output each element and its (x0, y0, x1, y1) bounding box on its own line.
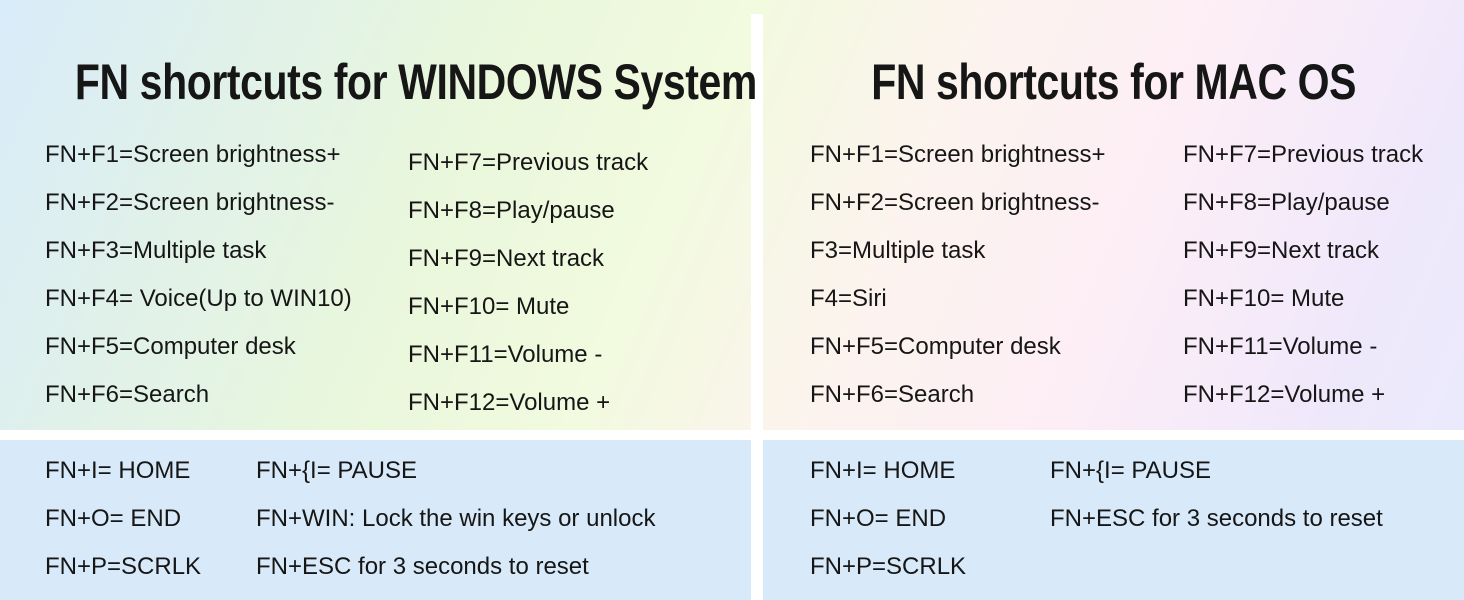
shortcut-item: FN+F10= Mute (408, 293, 570, 320)
windows-special-keys-panel (0, 440, 752, 600)
shortcut-item: FN+F9=Next track (408, 245, 605, 272)
shortcut-item: FN+F6=Search (810, 381, 975, 408)
shortcut-item: FN+I= HOME (810, 457, 956, 484)
shortcut-item: FN+F9=Next track (1183, 237, 1380, 264)
shortcut-item: FN+F12=Volume + (1183, 381, 1386, 408)
shortcut-item: FN+O= END (45, 505, 182, 532)
shortcut-item: FN+F6=Search (45, 381, 210, 408)
windows-special-column-1: FN+I= HOME FN+O= END FN+P=SCRLK (45, 447, 201, 591)
shortcut-item: FN+F11=Volume - (1183, 333, 1378, 360)
shortcut-item: FN+P=SCRLK (810, 553, 967, 580)
panel-divider-vertical (751, 14, 763, 600)
shortcut-item: FN+F5=Computer desk (810, 333, 1061, 360)
mac-panel-title-text: FN shortcuts for MAC OS (871, 54, 1356, 110)
panel-divider-horizontal (0, 430, 1464, 440)
mac-fn-column-2: FN+F7=Previous track FN+F8=Play/pause FN… (1183, 131, 1423, 419)
shortcut-item: FN+F4= Voice(Up to WIN10) (45, 285, 352, 312)
shortcut-item: FN+F7=Previous track (408, 149, 649, 176)
shortcut-item: FN+O= END (810, 505, 947, 532)
shortcut-item: FN+F8=Play/pause (408, 197, 615, 224)
shortcut-item: FN+F10= Mute (1183, 285, 1345, 312)
shortcut-item: FN+F7=Previous track (1183, 141, 1424, 168)
shortcut-item: F4=Siri (810, 285, 887, 312)
shortcut-item: FN+F1=Screen brightness+ (810, 141, 1106, 168)
shortcut-item: FN+WIN: Lock the win keys or unlock (256, 505, 656, 532)
shortcut-item: FN+F2=Screen brightness- (810, 189, 1100, 216)
windows-fn-column-1: FN+F1=Screen brightness+ FN+F2=Screen br… (45, 131, 352, 419)
shortcut-item: FN+ESC for 3 seconds to reset (256, 553, 589, 580)
shortcut-item: FN+P=SCRLK (45, 553, 202, 580)
shortcut-item: FN+F1=Screen brightness+ (45, 141, 341, 168)
windows-special-column-2: FN+{I= PAUSE FN+WIN: Lock the win keys o… (256, 447, 655, 591)
shortcut-item: FN+F11=Volume - (408, 341, 603, 368)
shortcut-item: FN+F2=Screen brightness- (45, 189, 335, 216)
shortcut-item: FN+F5=Computer desk (45, 333, 296, 360)
mac-special-keys-panel (763, 440, 1464, 600)
shortcut-item: FN+I= HOME (45, 457, 191, 484)
mac-special-column-2: FN+{I= PAUSE FN+ESC for 3 seconds to res… (1050, 447, 1383, 543)
shortcut-item: FN+ESC for 3 seconds to reset (1050, 505, 1383, 532)
shortcut-item: F3=Multiple task (810, 237, 986, 264)
mac-special-column-1: FN+I= HOME FN+O= END FN+P=SCRLK (810, 447, 966, 591)
shortcut-item: FN+F12=Volume + (408, 389, 611, 416)
windows-panel-title-text: FN shortcuts for WINDOWS System (74, 54, 757, 110)
mac-fn-column-1: FN+F1=Screen brightness+ FN+F2=Screen br… (810, 131, 1106, 419)
shortcut-item: FN+{I= PAUSE (256, 457, 417, 484)
mac-panel-title: FN shortcuts for MAC OS (763, 57, 1464, 107)
shortcut-item: FN+F3=Multiple task (45, 237, 267, 264)
shortcut-item: FN+F8=Play/pause (1183, 189, 1390, 216)
shortcut-item: FN+{I= PAUSE (1050, 457, 1211, 484)
windows-fn-column-2: FN+F7=Previous track FN+F8=Play/pause FN… (408, 139, 648, 427)
windows-panel-title: FN shortcuts for WINDOWS System (0, 57, 757, 107)
